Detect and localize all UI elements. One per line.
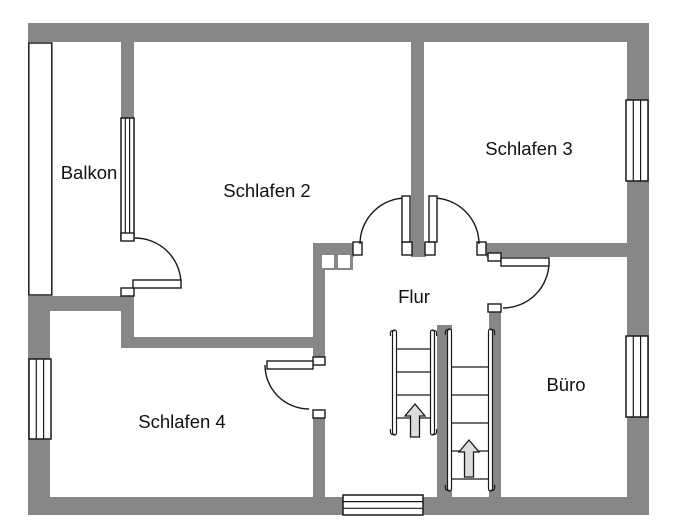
- wall-top-exterior: [28, 23, 649, 42]
- wall-bottom-exterior: [28, 497, 649, 515]
- window-buero-right: [625, 335, 649, 418]
- wall-balcony-right-upper: [121, 42, 134, 118]
- room-label-buero: Büro: [546, 374, 585, 395]
- door-schlafen3: [424, 195, 487, 256]
- room-label-balkon: Balkon: [61, 162, 118, 183]
- wall-flur-north-right: [486, 243, 649, 257]
- room-label-flur: Flur: [398, 286, 430, 307]
- stair-flight-left: [389, 329, 438, 438]
- room-label-schlafen3: Schlafen 3: [485, 138, 572, 159]
- chimney-flue-right: [338, 255, 350, 268]
- wall-schlafen4-top: [121, 337, 325, 348]
- wall-right-exterior: [627, 23, 649, 515]
- chimney-flue-left: [322, 255, 334, 268]
- door-schlafen2: [352, 195, 413, 256]
- window-schlafen3-right: [625, 99, 649, 182]
- door-buero: [487, 252, 550, 313]
- stair-flight-right: [444, 328, 496, 492]
- window-balcony-wall: [120, 117, 135, 241]
- room-label-schlafen2: Schlafen 2: [223, 180, 310, 201]
- window-flur-bottom: [342, 494, 424, 516]
- door-balcony: [120, 232, 182, 297]
- window-schlafen4-left: [28, 358, 52, 440]
- up-arrow-icon: [457, 438, 481, 478]
- wall-step-vertical: [121, 296, 134, 348]
- wall-schlafen2-schlafen3-divider: [411, 42, 424, 243]
- room-label-schlafen4: Schlafen 4: [138, 411, 225, 432]
- windows: [28, 99, 649, 516]
- wall-flur-west-lower: [313, 418, 325, 497]
- up-arrow-icon: [403, 402, 427, 438]
- wall-balcony-bottom: [28, 296, 134, 311]
- doors: [120, 195, 550, 419]
- wall-divider-stub: [411, 243, 426, 257]
- balcony-railing: [28, 42, 53, 296]
- wall-flur-west-upper: [313, 243, 325, 357]
- staircase: [389, 328, 496, 492]
- door-schlafen4: [264, 356, 326, 419]
- room-labels: Balkon Schlafen 2 Schlafen 3 Schlafen 4 …: [61, 138, 586, 432]
- walls: [28, 23, 649, 515]
